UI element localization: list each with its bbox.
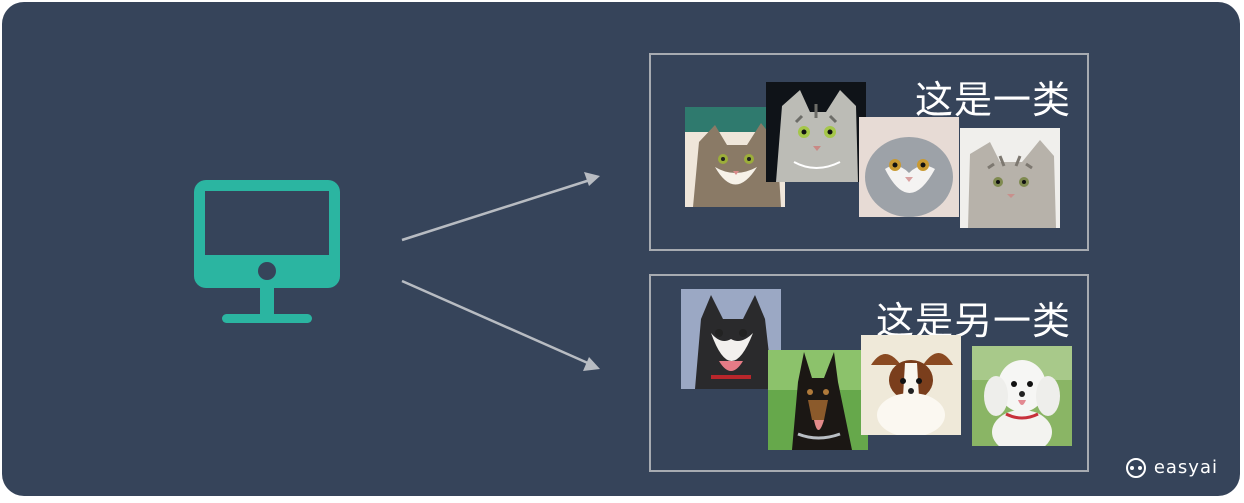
- dog-photo-husky: [681, 289, 781, 389]
- brand-watermark: easyai: [1125, 457, 1218, 478]
- cat-photo-2: [766, 82, 866, 182]
- diagram-panel: 这是一类: [2, 2, 1240, 496]
- arrows: [401, 172, 600, 371]
- dogs-group: 这是另一类: [649, 274, 1089, 472]
- arrow-down: [401, 279, 591, 366]
- arrow-up: [401, 178, 591, 242]
- monitor-icon: [194, 180, 340, 323]
- cat-photo-4: [960, 128, 1060, 228]
- dog-photo-papillon: [861, 335, 961, 435]
- dog-photo-doberman: [768, 350, 868, 450]
- cats-group: 这是一类: [649, 53, 1089, 251]
- dog-photo-poodle: [972, 346, 1072, 446]
- cat-photo-3: [859, 117, 959, 217]
- arrow-down-head: [583, 357, 600, 371]
- arrow-up-head: [584, 172, 600, 186]
- cats-group-label: 这是一类: [914, 78, 1071, 122]
- easyai-logo-icon: [1125, 457, 1146, 478]
- brand-name: easyai: [1153, 457, 1218, 478]
